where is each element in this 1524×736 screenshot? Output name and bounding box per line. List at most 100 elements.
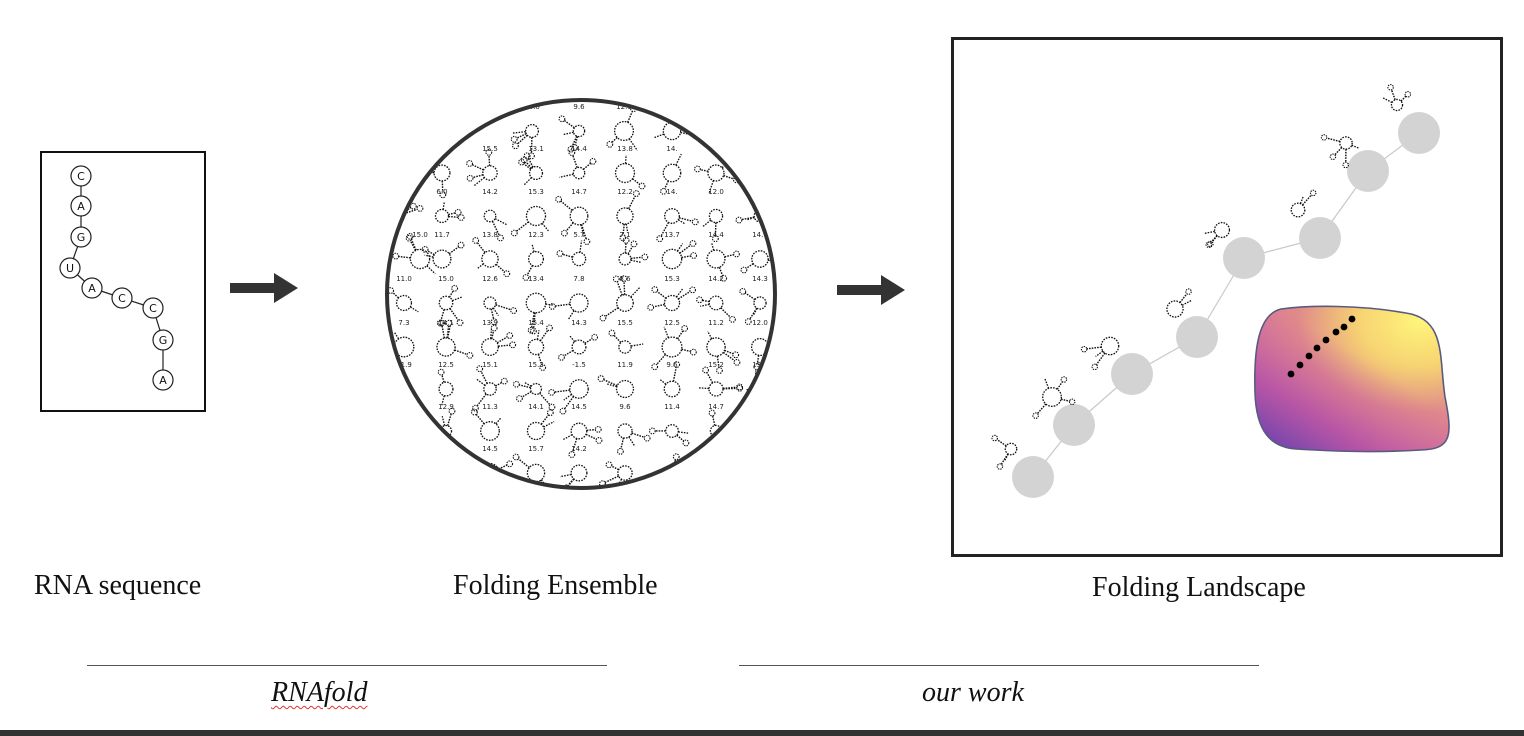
secondary-structure	[698, 366, 744, 397]
landscape-node	[1299, 217, 1341, 259]
nucleotide-node: C	[70, 165, 92, 187]
secondary-structure	[1166, 288, 1193, 318]
energy-label: 11.3	[482, 403, 498, 411]
energy-label: 14.2	[482, 188, 498, 196]
pathway-dot	[1332, 328, 1340, 336]
nucleotide-label: C	[118, 292, 126, 305]
energy-label: 14.5	[482, 445, 498, 453]
energy-label: 13.1	[528, 145, 544, 153]
landscape-node	[1347, 150, 1389, 192]
secondary-structure	[740, 250, 774, 274]
secondary-structure	[510, 205, 549, 237]
secondary-structure	[647, 286, 697, 312]
secondary-structure	[466, 148, 498, 187]
pathway-dot	[1313, 344, 1321, 352]
energy-landscape-blob	[1254, 305, 1450, 453]
nucleotide-label: G	[77, 231, 86, 244]
secondary-structure	[392, 232, 436, 275]
energy-label: 14.3	[571, 319, 587, 327]
energy-label: 14.1	[528, 403, 544, 411]
secondary-structure	[651, 325, 697, 371]
energy-label: 12.8	[389, 188, 405, 196]
secondary-structure	[1080, 336, 1120, 371]
pathway-dot	[1322, 336, 1330, 344]
energy-label: 12.0	[708, 188, 724, 196]
secondary-structure	[470, 408, 502, 441]
secondary-structure	[471, 365, 508, 412]
secondary-structure	[436, 319, 474, 359]
energy-label: 15.1	[482, 361, 498, 369]
energy-label: 12.5	[664, 319, 680, 327]
secondary-structure	[483, 209, 508, 242]
energy-label: 14.2	[571, 445, 587, 453]
arrow-right-icon	[837, 275, 905, 305]
secondary-structure	[706, 242, 740, 282]
nucleotide-node: G	[152, 329, 174, 351]
secondary-structure	[558, 115, 586, 153]
nucleotide-label: C	[149, 302, 157, 315]
secondary-structure	[1032, 376, 1076, 419]
energy-label: 14.3	[752, 275, 768, 283]
secondary-structure	[648, 424, 690, 447]
secondary-structure	[661, 240, 698, 270]
label-our-work: our work	[922, 677, 1024, 708]
energy-label: 15.2	[708, 361, 724, 369]
secondary-structure	[616, 423, 651, 455]
secondary-structure	[599, 275, 641, 322]
secondary-structure	[525, 292, 554, 335]
secondary-structure	[1290, 189, 1317, 218]
energy-label: 13.8	[482, 231, 498, 239]
energy-label: 14.	[666, 188, 677, 196]
ensemble-circle-border	[385, 98, 777, 490]
pathway-dot	[1296, 361, 1304, 369]
energy-label: 14.7	[752, 231, 768, 239]
energy-label: 13.8	[617, 145, 633, 153]
secondary-structure	[436, 284, 464, 327]
energy-label: 12.9	[438, 403, 454, 411]
nucleotide-label: C	[77, 170, 85, 183]
caption-folding-landscape: Folding Landscape	[1092, 572, 1306, 603]
secondary-structure	[696, 295, 736, 323]
secondary-structure	[1203, 221, 1231, 249]
energy-label: 13.9	[482, 319, 498, 327]
energy-label: 14.7	[571, 188, 587, 196]
secondary-structure	[659, 361, 681, 398]
energy-label: 12.3	[528, 231, 544, 239]
bottom-bar	[0, 730, 1524, 736]
secondary-structure	[510, 123, 540, 160]
secondary-structure	[388, 380, 413, 410]
energy-label: 7.1	[619, 231, 630, 239]
landscape-node	[1053, 404, 1095, 446]
secondary-structure	[606, 105, 638, 151]
secondary-structure	[527, 324, 553, 371]
energy-label: 12.2	[617, 188, 633, 196]
caption-folding-ensemble: Folding Ensemble	[453, 570, 658, 601]
folding-landscape-panel	[951, 37, 1503, 557]
energy-label: 12.9	[616, 103, 632, 111]
energy-label: 14.4	[708, 231, 724, 239]
nucleotide-node: C	[111, 287, 133, 309]
arrow-right-icon	[230, 273, 298, 303]
energy-label: 11.9	[617, 361, 633, 369]
nucleotide-node: C	[142, 297, 164, 319]
secondary-structure	[599, 461, 633, 487]
secondary-structure	[437, 368, 454, 406]
energy-label: 15.3	[528, 188, 544, 196]
secondary-structure	[702, 208, 724, 243]
energy-label: 15.5	[617, 319, 633, 327]
secondary-structure	[739, 287, 767, 326]
secondary-structure	[548, 293, 589, 320]
energy-label: 12.0	[752, 319, 768, 327]
nucleotide-node: A	[81, 277, 103, 299]
energy-label: -1.5	[572, 361, 586, 369]
energy-label: 15.0	[412, 231, 428, 239]
secondary-structure	[608, 329, 644, 354]
energy-label: 9.6	[619, 403, 631, 411]
energy-label: 14.2	[708, 275, 724, 283]
energy-label: 14.1	[438, 319, 454, 327]
energy-label: 15.4	[528, 319, 544, 327]
